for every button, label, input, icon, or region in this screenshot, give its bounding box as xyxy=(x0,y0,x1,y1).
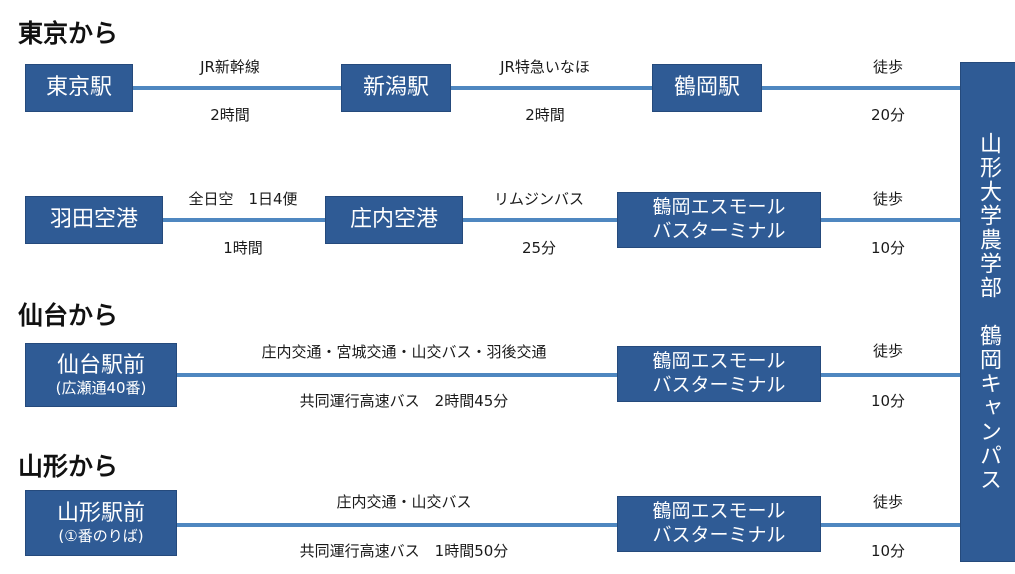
station-tokyo: 東京駅 xyxy=(25,64,133,112)
route4-walk-duration: 10分 xyxy=(870,542,906,560)
route3-service-duration: 共同運行高速バス 2時間45分 xyxy=(299,392,509,410)
route2-seg2-duration: 25分 xyxy=(521,239,557,257)
route2-seg2-mode: リムジンバス xyxy=(493,190,585,208)
bus-terminal-route3: 鶴岡エスモール バスターミナル xyxy=(617,346,821,402)
route1-line xyxy=(130,86,962,90)
heading-from-yamagata: 山形から xyxy=(18,452,119,481)
route3-line xyxy=(175,373,962,377)
bus-terminal-route4-line1: 鶴岡エスモール xyxy=(652,500,786,523)
route2-walk-duration: 10分 xyxy=(870,239,906,257)
bus-terminal-route2-line1: 鶴岡エスモール xyxy=(652,196,786,219)
route1-seg2-duration: 2時間 xyxy=(525,106,565,124)
station-yamagata: 山形駅前 (①番のりば) xyxy=(25,490,177,556)
route2-walk-label: 徒歩 xyxy=(872,190,904,208)
airport-haneda-label: 羽田空港 xyxy=(49,207,138,233)
route3-walk-label: 徒歩 xyxy=(872,342,904,360)
airport-shonai-label: 庄内空港 xyxy=(349,207,438,233)
bus-terminal-route4: 鶴岡エスモール バスターミナル xyxy=(617,496,821,552)
route4-walk-label: 徒歩 xyxy=(872,493,904,511)
route2-seg1-duration: 1時間 xyxy=(223,239,263,257)
station-yamagata-label: 山形駅前 xyxy=(56,501,145,527)
route2-line xyxy=(160,218,962,222)
bus-terminal-route2-line2: バスターミナル xyxy=(652,220,786,242)
bus-terminal-route3-line2: バスターミナル xyxy=(652,374,786,396)
station-niigata-label: 新潟駅 xyxy=(362,75,429,101)
bus-terminal-route3-line1: 鶴岡エスモール xyxy=(652,350,786,373)
airport-haneda: 羽田空港 xyxy=(25,196,163,244)
route1-seg2-mode: JR特急いなほ xyxy=(500,58,590,76)
route3-operators: 庄内交通・宮城交通・山交バス・羽後交通 xyxy=(261,343,547,361)
heading-from-sendai: 仙台から xyxy=(18,301,119,330)
route4-operators: 庄内交通・山交バス xyxy=(336,493,472,511)
route4-line xyxy=(175,523,962,527)
station-sendai: 仙台駅前 (広瀬通40番) xyxy=(25,343,177,407)
station-tokyo-label: 東京駅 xyxy=(45,75,112,101)
station-tsuruoka-label: 鶴岡駅 xyxy=(673,75,740,101)
station-sendai-label: 仙台駅前 xyxy=(56,353,145,379)
route2-seg1-mode: 全日空 1日4便 xyxy=(188,190,298,208)
route4-service-duration: 共同運行高速バス 1時間50分 xyxy=(299,542,509,560)
route1-seg1-duration: 2時間 xyxy=(210,106,250,124)
campus-label: 山形大学農学部 鶴岡キャンパス xyxy=(976,132,1001,492)
route1-seg1-mode: JR新幹線 xyxy=(200,58,260,76)
heading-from-tokyo: 東京から xyxy=(18,19,119,48)
bus-terminal-route4-line2: バスターミナル xyxy=(652,524,786,546)
route1-walk-label: 徒歩 xyxy=(872,58,904,76)
airport-shonai: 庄内空港 xyxy=(325,196,463,244)
station-tsuruoka: 鶴岡駅 xyxy=(652,64,762,112)
station-yamagata-sublabel: (①番のりば) xyxy=(58,526,144,545)
route1-walk-duration: 20分 xyxy=(870,106,906,124)
station-niigata: 新潟駅 xyxy=(341,64,451,112)
station-sendai-sublabel: (広瀬通40番) xyxy=(55,378,147,397)
route3-walk-duration: 10分 xyxy=(870,392,906,410)
bus-terminal-route2: 鶴岡エスモール バスターミナル xyxy=(617,192,821,248)
campus-destination: 山形大学農学部 鶴岡キャンパス xyxy=(960,62,1015,562)
